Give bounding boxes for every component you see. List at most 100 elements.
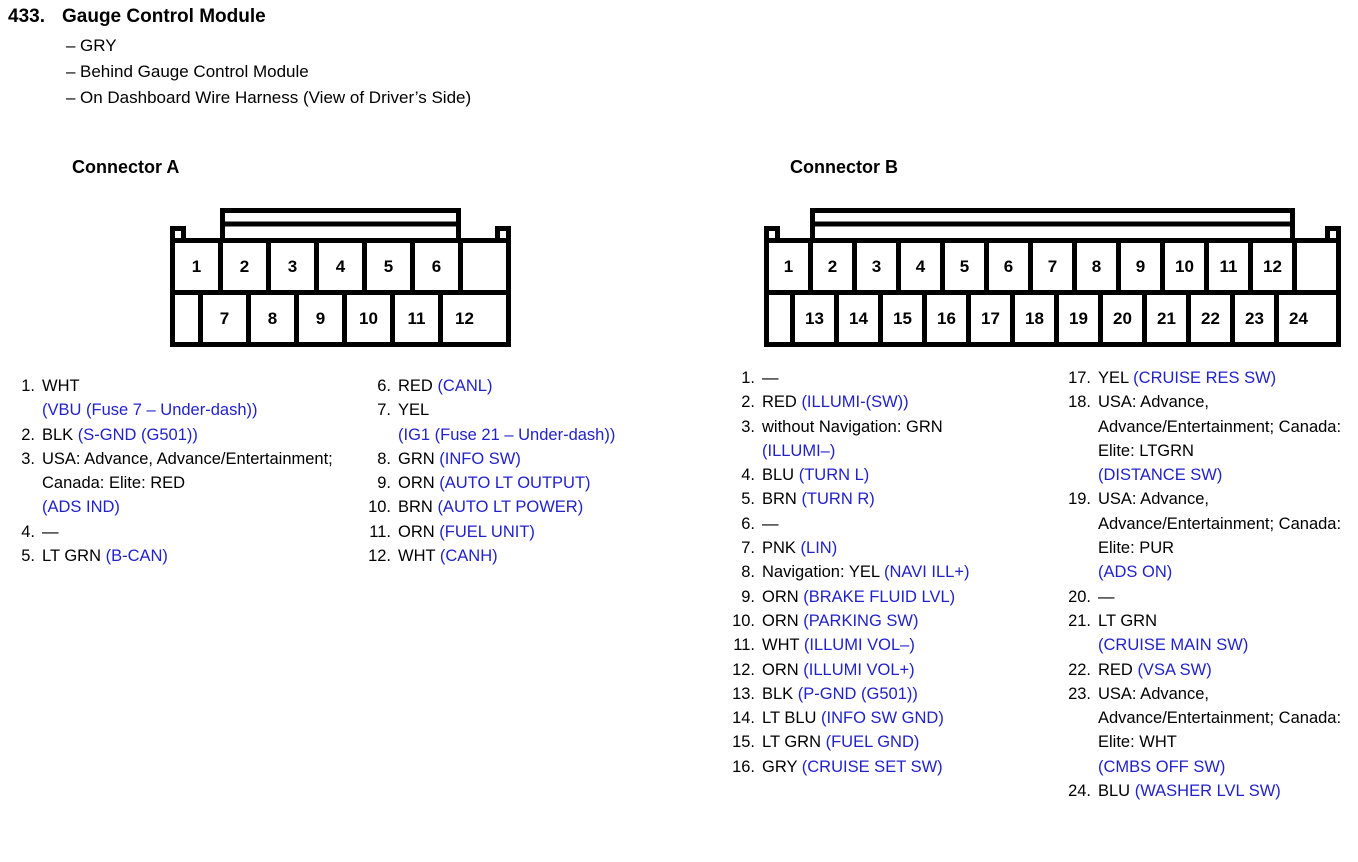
pin-description: WHT (CANH) [398,544,674,568]
connector-body-outline [170,208,511,347]
pin-signal-name: (ILLUMI VOL+) [803,660,915,679]
pin-description: PNK (LIN) [762,536,1064,560]
pin-cell-3: 3 [287,257,298,276]
pin-wire-color: BLK [42,425,74,444]
pin-wire-color: YEL [1098,369,1129,387]
pin-number: 4. [741,466,755,485]
cell-divider-bottom [1010,290,1015,342]
dash-marker: – [66,36,76,55]
header-detail-text: On Dashboard Wire Harness (View of Drive… [80,88,472,107]
pin-entry: 20.— [1064,585,1358,609]
pin-description: WHT (ILLUMI VOL–) [762,633,1064,657]
pin-entry: 1.WHT(VBU (Fuse 7 – Under-dash)) [16,374,364,423]
pin-cell-11: 11 [1219,257,1238,276]
pin-entry: 8.GRN (INFO SW) [364,447,674,471]
pin-number: 7. [741,539,755,558]
pin-signal-name: (BRAKE FLUID LVL) [803,587,956,606]
pin-cell-8: 8 [267,309,278,328]
pin-wire-color: USA: Advance, Advance/Entertainment; Can… [1098,490,1342,558]
header-detail-text: Behind Gauge Control Module [80,62,309,81]
pin-number: 19. [1068,490,1091,509]
pin-signal-name: (TURN R) [801,490,875,509]
connector-bottom-wall [764,342,1341,347]
pin-number: 14. [732,709,755,728]
pin-wire-color: RED [762,393,797,412]
pin-description: ORN (PARKING SW) [762,609,1064,633]
pin-description: USA: Advance, Advance/Entertainment; Can… [42,447,364,520]
pin-cell-11: 11 [407,309,426,328]
pin-cell-21: 21 [1157,309,1176,328]
cell-divider-bottom [922,290,927,342]
pin-description: USA: Advance, Advance/Entertainment; Can… [1098,390,1358,487]
connector-middle-divider [170,290,511,295]
pin-description: — [42,520,364,544]
pin-wire-color: RED [1098,660,1133,679]
pin-cell-9: 9 [315,309,326,328]
pin-wire-color: BLU [762,466,795,485]
pin-signal-name: (PARKING SW) [803,611,919,630]
pin-entry: 12.ORN (ILLUMI VOL+) [728,658,1064,682]
pin-description: BLK (P-GND (G501)) [762,682,1064,706]
pin-description: RED (VSA SW) [1098,658,1358,682]
pin-entry: 4.— [16,520,364,544]
pin-number: 6. [741,514,755,533]
cell-divider-top [984,238,989,290]
cell-divider-top [1160,238,1165,290]
pin-entry: 24.BLU (WASHER LVL SW) [1064,779,1358,803]
pin-number: 7. [377,401,391,420]
connector-right-wall [1336,226,1341,347]
pin-wire-color: LT GRN [762,733,821,752]
cell-divider-bottom [438,290,443,342]
header-detail-text: GRY [80,36,117,55]
pin-description: LT GRN (B-CAN) [42,544,364,568]
pin-signal-name: (ADS ON) [1098,563,1173,582]
cell-divider-top [1028,238,1033,290]
pin-wire-color: LT GRN [1098,611,1157,630]
connector-b-pin-list-column-2: 17.YEL (CRUISE RES SW)18.USA: Advance, A… [1064,366,1358,803]
pin-number: 20. [1068,587,1091,606]
pin-wire-color: Navigation: YEL [762,563,880,582]
document-header: 433. Gauge Control Module –GRY –Behind G… [0,0,760,111]
pin-cell-15: 15 [893,309,912,328]
pin-entry: 12.WHT (CANH) [364,544,674,568]
pin-signal-name: (P-GND (G501)) [797,684,918,703]
connector-left-notch-riser [181,226,186,238]
pin-description: — [762,366,1064,390]
pin-wire-color: BRN [398,498,433,517]
pin-cell-5: 5 [383,257,394,276]
cell-divider-bottom [878,290,883,342]
pin-number: 9. [741,587,755,606]
pin-wire-color: GRN [398,449,435,468]
pin-wire-color: USA: Advance, Advance/Entertainment; Can… [1098,684,1342,752]
pin-cell-1: 1 [783,257,794,276]
pin-wire-color: ORN [762,660,799,679]
pin-entry: 1.— [728,366,1064,390]
connector-right-notch-top [495,226,511,231]
pin-description: ORN (AUTO LT OUTPUT) [398,471,674,495]
cell-divider-bottom [1098,290,1103,342]
pin-signal-name: (NAVI ILL+) [884,563,970,582]
pin-wire-color: PNK [762,539,796,558]
pin-entry: 4.BLU (TURN L) [728,463,1064,487]
pin-cell-12: 12 [455,309,474,328]
pin-entry: 15.LT GRN (FUEL GND) [728,730,1064,754]
pin-description: YEL (CRUISE RES SW) [1098,366,1358,390]
pin-cell-12: 12 [1263,257,1282,276]
pin-signal-name: (WASHER LVL SW) [1134,782,1281,801]
cell-divider-bottom [790,290,795,342]
pin-entry: 2.BLK (S-GND (G501)) [16,423,364,447]
section-title: Gauge Control Module [62,6,266,27]
cell-divider-top [458,238,463,290]
cell-divider-bottom [342,290,347,342]
connector-bottom-wall [170,342,511,347]
connector-right-notch-top [1325,226,1341,231]
cell-divider-top [852,238,857,290]
pin-description: without Navigation: GRN(ILLUMI–) [762,415,1064,464]
pin-cell-9: 9 [1135,257,1146,276]
pin-wire-color: without Navigation: GRN [762,417,943,436]
pin-cell-6: 6 [1003,257,1014,276]
connector-a-heading: Connector A [72,157,180,177]
pin-cell-8: 8 [1091,257,1102,276]
pin-number: 23. [1068,684,1091,703]
pin-wire-color: BLK [762,684,794,703]
